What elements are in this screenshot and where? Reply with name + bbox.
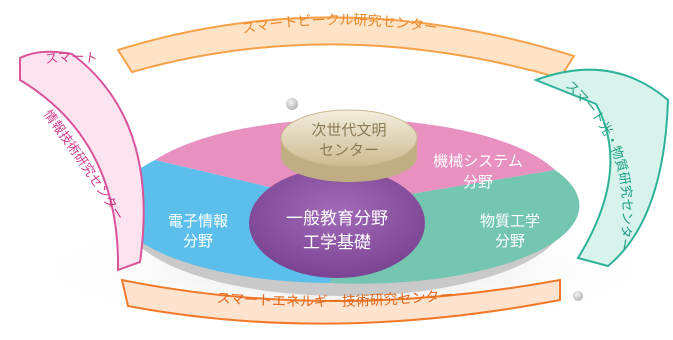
denshi-label-2: 分野 bbox=[183, 232, 213, 250]
arc-left bbox=[19, 50, 145, 272]
arc-top bbox=[116, 16, 576, 80]
arc-right bbox=[533, 68, 670, 268]
top-disc bbox=[280, 109, 418, 167]
kikai-label-2: 分野 bbox=[463, 173, 493, 191]
top-disc-label-1: 次世代文明 bbox=[311, 121, 386, 139]
decor-ball bbox=[286, 98, 298, 110]
busshitsu-label-1: 物質工学 bbox=[480, 212, 540, 230]
decor-ball bbox=[573, 291, 583, 301]
kikai-label-1: 機械システム bbox=[433, 152, 523, 170]
arc-left-label-1: スマート bbox=[44, 50, 98, 67]
busshitsu-label-2: 分野 bbox=[495, 232, 525, 250]
arc-bottom bbox=[120, 278, 561, 325]
denshi-label-1: 電子情報 bbox=[168, 212, 228, 230]
center-ellipse bbox=[249, 168, 425, 278]
top-disc-label-2: センター bbox=[319, 141, 379, 159]
center-label-1: 一般教育分野 bbox=[286, 209, 388, 229]
center-label-2: 工学基礎 bbox=[303, 233, 371, 253]
